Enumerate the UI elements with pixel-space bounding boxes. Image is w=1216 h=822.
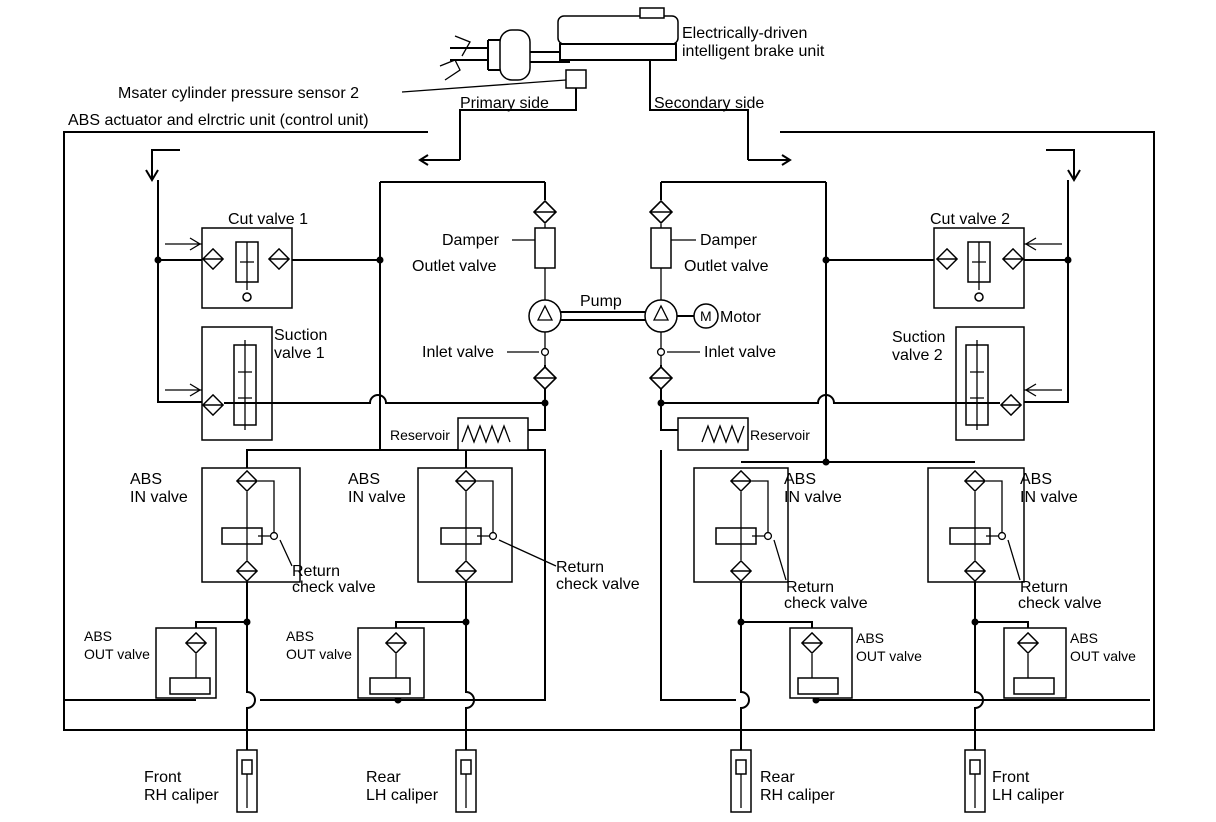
suction-valve-2 [955, 326, 1062, 441]
abs-in-4-label-b: IN valve [1020, 489, 1078, 506]
abs-out-1-label-b: OUT valve [84, 646, 150, 662]
suction-valve-1 [165, 326, 273, 441]
abs-in-valve-4 [927, 467, 1025, 583]
abs-in-4-label-a: ABS [1020, 471, 1052, 488]
abs-out-3-label-a: ABS [856, 630, 884, 646]
abs-out-4-label-a: ABS [1070, 630, 1098, 646]
circuit-feed-lines [145, 149, 1081, 403]
caliper-rear-rh [730, 749, 752, 813]
caliper-front-lh [964, 749, 986, 813]
outlet-valve-left-label: Outlet valve [412, 258, 497, 275]
abs-in-3-label-b: IN valve [784, 489, 842, 506]
return-check-4-label-b: check valve [1018, 595, 1102, 612]
abs-in-3-label-a: ABS [784, 471, 816, 488]
abs-in-valve-3 [693, 467, 789, 583]
caliper-front-lh-label-a: Front [992, 769, 1030, 786]
abs-out-3-label-b: OUT valve [856, 648, 922, 664]
abs-unit-outline [63, 131, 1155, 731]
suction-valve-1-label-a: Suction [274, 327, 327, 344]
suction-valve-2-label-a: Suction [892, 329, 945, 346]
cut-valve-1 [165, 227, 293, 309]
pump-assembly [528, 200, 719, 390]
caliper-rear-lh-label-a: Rear [366, 769, 401, 786]
caliper-front-lh-label-b: LH caliper [992, 787, 1065, 804]
inlet-valve-right-label: Inlet valve [704, 344, 776, 361]
damper-right-label: Damper [700, 232, 758, 249]
abs-out-valve-3 [789, 627, 853, 699]
pressure-sensor-label: Msater cylinder pressure sensor 2 [118, 85, 359, 102]
cut-valve-1-label: Cut valve 1 [228, 211, 308, 228]
caliper-front-rh [236, 749, 258, 813]
abs-out-1-label-a: ABS [84, 628, 112, 644]
abs-in-valve-1 [201, 467, 301, 583]
abs-unit-label: ABS actuator and elrctric unit (control … [68, 112, 369, 129]
caliper-feed-lines [64, 582, 1150, 750]
return-check-3-label-b: check valve [784, 595, 868, 612]
return-check-2-label-a: Return [556, 559, 604, 576]
reservoir-right [677, 417, 749, 451]
caliper-rear-lh-label-b: LH caliper [366, 787, 439, 804]
primary-side-label: Primary side [460, 95, 549, 112]
caliper-rear-lh [455, 749, 477, 813]
abs-in-1-label-a: ABS [130, 471, 162, 488]
cut-valve-2-label: Cut valve 2 [930, 211, 1010, 228]
return-check-3-label-a: Return [786, 579, 834, 596]
caliper-rear-rh-label-a: Rear [760, 769, 795, 786]
suction-valve-2-label-b: valve 2 [892, 347, 943, 364]
secondary-side-label: Secondary side [654, 95, 764, 112]
caliper-rear-rh-label-b: RH caliper [760, 787, 835, 804]
motor-label: Motor [720, 309, 762, 326]
abs-out-valve-4 [1003, 627, 1067, 699]
return-check-1-label-b: check valve [292, 579, 376, 596]
pump-label: Pump [580, 293, 622, 310]
abs-in-2-label-b: IN valve [348, 489, 406, 506]
abs-in-1-label-b: IN valve [130, 489, 188, 506]
reservoir-left [457, 417, 529, 451]
cut-valve-2 [933, 227, 1062, 309]
return-check-1-label-a: Return [292, 563, 340, 580]
return-check-4-label-a: Return [1020, 579, 1068, 596]
abs-out-2-label-b: OUT valve [286, 646, 352, 662]
return-check-2-label-b: check valve [556, 576, 640, 593]
brake-unit-label-1: Electrically-driven [682, 25, 807, 42]
abs-out-4-label-b: OUT valve [1070, 648, 1136, 664]
caliper-front-rh-label-a: Front [144, 769, 182, 786]
outlet-valve-right-label: Outlet valve [684, 258, 769, 275]
abs-out-2-label-a: ABS [286, 628, 314, 644]
abs-out-valve-2 [357, 627, 425, 699]
damper-left-label: Damper [442, 232, 500, 249]
motor-symbol: M [700, 308, 712, 324]
caliper-front-rh-label-b: RH caliper [144, 787, 219, 804]
reservoir-right-label: Reservoir [750, 427, 810, 443]
brake-unit-label-2: intelligent brake unit [682, 43, 825, 60]
inlet-valve-left-label: Inlet valve [422, 344, 494, 361]
abs-out-valve-1 [155, 627, 217, 699]
brake-unit [439, 7, 749, 160]
abs-in-2-label-a: ABS [348, 471, 380, 488]
suction-valve-1-label-b: valve 1 [274, 345, 325, 362]
abs-in-valve-2 [417, 467, 513, 583]
reservoir-left-label: Reservoir [390, 427, 450, 443]
